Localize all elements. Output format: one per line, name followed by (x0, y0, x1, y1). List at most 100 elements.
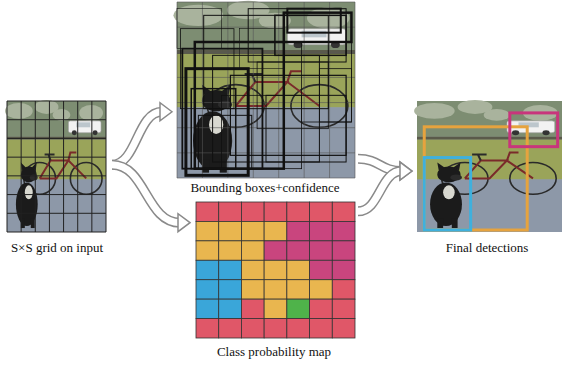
class-cell (264, 202, 287, 221)
detection-panel: Final detections (412, 100, 562, 258)
foliage (5, 103, 33, 119)
class-cell (264, 299, 287, 318)
candidate-box (287, 9, 340, 33)
foliage (484, 109, 510, 121)
dog-chest (25, 185, 33, 199)
dog-leg (220, 159, 227, 172)
flow-arrow (112, 165, 190, 232)
candidate-box (198, 115, 251, 168)
detection-box (424, 158, 470, 230)
foliage (414, 103, 455, 119)
dog-snout (450, 174, 462, 180)
class-cell (264, 241, 287, 260)
class-cell (241, 280, 264, 299)
dog-ears (437, 163, 460, 171)
class-cell (332, 299, 355, 318)
grid-line (7, 194, 106, 195)
class-cell (332, 260, 355, 279)
railing (417, 137, 562, 140)
grid-line (7, 213, 106, 214)
class-cell (241, 221, 264, 240)
panel-caption: S×S grid on input (11, 240, 103, 256)
class-cell (332, 319, 355, 338)
grid-line (7, 101, 8, 232)
candidate-boxes (177, 9, 351, 176)
class-cell (287, 260, 310, 279)
bounding-box-panel: Bounding boxes+confidence (172, 2, 358, 198)
arrow-outline (112, 112, 162, 165)
candidate-box (177, 9, 222, 49)
detection-box (424, 127, 527, 230)
photo-scene (173, 1, 355, 178)
car-window (76, 122, 90, 127)
class-cell (310, 260, 333, 279)
class-cell (264, 260, 287, 279)
detections (424, 113, 557, 230)
class-cell (196, 319, 219, 338)
grid-line (21, 101, 22, 232)
panel-caption: Final detections (446, 240, 529, 256)
class-cell (196, 241, 219, 260)
grid-line (304, 2, 305, 178)
class-cell (219, 202, 242, 221)
class-cell (287, 299, 310, 318)
grid-line (7, 232, 106, 233)
class-cell (241, 260, 264, 279)
car-wheel (93, 130, 98, 135)
arrow-head (400, 162, 412, 180)
class-map-panel: Class probability map (190, 200, 358, 362)
flow-arrow (358, 162, 412, 211)
grid-input-panel: S×S grid on input (2, 100, 112, 258)
grid-line (7, 157, 106, 158)
photo-scene (414, 100, 562, 232)
arrow-body (112, 112, 162, 165)
class-cell (241, 319, 264, 338)
class-cell (219, 299, 242, 318)
arrow-head (160, 103, 172, 121)
grid-line (177, 2, 355, 3)
class-cell (287, 221, 310, 240)
grid-line (35, 101, 36, 232)
dog-leg (31, 218, 35, 228)
class-cell (287, 241, 310, 260)
dog-ears (202, 85, 230, 96)
candidate-box (181, 29, 234, 109)
car-wheel (542, 130, 549, 135)
dog-leg (452, 218, 458, 228)
dog-leg (437, 218, 443, 228)
class-cell (219, 221, 242, 240)
class-cell (332, 241, 355, 260)
class-cell (264, 221, 287, 240)
dog-ears (21, 163, 37, 171)
class-cell (310, 221, 333, 240)
class-cell (310, 241, 333, 260)
arrow-head (178, 214, 190, 232)
panel-caption: Class probability map (217, 344, 331, 360)
bicycle-seat (472, 155, 487, 161)
class-cell (241, 299, 264, 318)
arrow-outline (358, 171, 402, 211)
class-cell (264, 280, 287, 299)
class-cell (196, 260, 219, 279)
class-cell (310, 299, 333, 318)
class-cell (196, 202, 219, 221)
class-cell (196, 299, 219, 318)
candidate-box (275, 15, 346, 55)
grid-line (49, 101, 50, 232)
class-cell (219, 319, 242, 338)
grid-line (106, 101, 107, 232)
class-cell (287, 280, 310, 299)
porch-floor (7, 179, 106, 232)
car-wheel (512, 130, 519, 135)
background (177, 2, 355, 178)
class-cell (332, 202, 355, 221)
bicycle-fork (287, 71, 319, 106)
detection-box (510, 113, 558, 147)
grid-line (355, 2, 356, 178)
grid-line (91, 101, 92, 232)
grid-lines (7, 101, 106, 232)
panel-caption: Bounding boxes+confidence (190, 180, 339, 196)
candidate-box (266, 95, 346, 162)
background (7, 101, 106, 232)
